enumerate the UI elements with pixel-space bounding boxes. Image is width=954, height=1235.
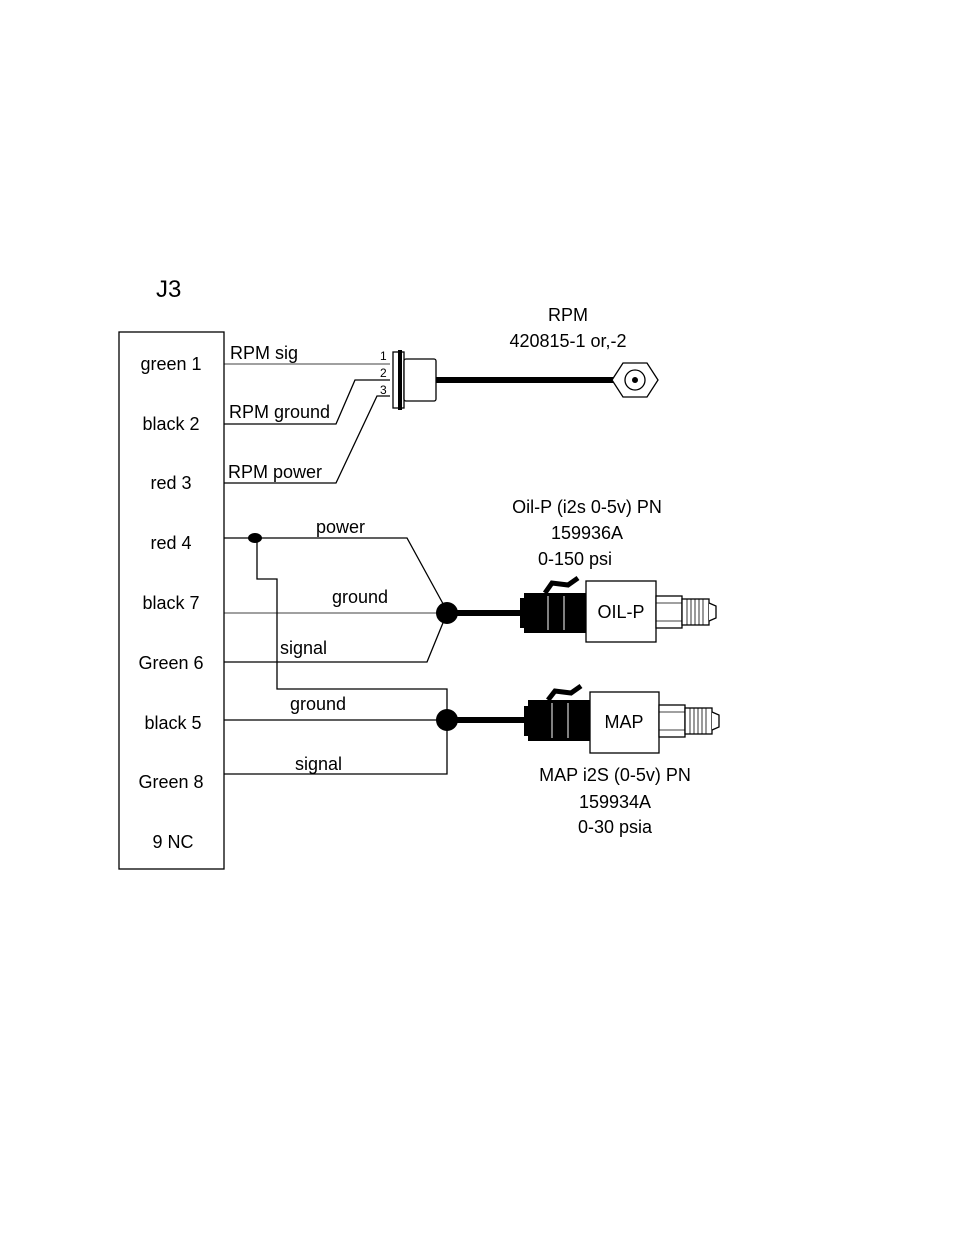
connector-title: J3 bbox=[156, 276, 181, 303]
map-sensor-thread bbox=[684, 707, 713, 735]
map-sensor-thread-lines bbox=[689, 708, 707, 734]
map-ground-label: ground bbox=[290, 694, 346, 714]
oil-power-wire bbox=[224, 537, 448, 612]
pin-label-2: black 2 bbox=[142, 414, 199, 434]
power-splice bbox=[248, 533, 448, 722]
rpm-plug-body bbox=[403, 358, 437, 402]
pin-label-6: Green 6 bbox=[138, 653, 203, 673]
rpm-wiring: RPM sig RPM ground RPM power 1 2 3 bbox=[224, 343, 390, 484]
oil-sensor-hex bbox=[655, 595, 683, 629]
oil-sensor-title: Oil-P (i2s 0-5v) PN bbox=[512, 497, 662, 517]
pin-label-5: black 5 bbox=[144, 713, 201, 733]
map-sensor-title: MAP i2S (0-5v) PN bbox=[539, 765, 691, 785]
pin-label-1: green 1 bbox=[140, 354, 201, 374]
map-sensor-port bbox=[711, 711, 720, 731]
rpm-power-wire bbox=[224, 395, 390, 484]
oil-power-label: power bbox=[316, 517, 365, 537]
map-sensor-range: 0-30 psia bbox=[578, 817, 653, 837]
pin-label-3: red 3 bbox=[150, 473, 191, 493]
oil-signal-label: signal bbox=[280, 638, 327, 658]
map-sensor: MAP MAP i2S (0-5v) PN 159934A 0-30 psia bbox=[436, 683, 720, 837]
rpm-title: RPM bbox=[548, 305, 588, 325]
map-connector-latch bbox=[546, 683, 583, 702]
map-signal-label: signal bbox=[295, 754, 342, 774]
rpm-sensor: RPM 420815-1 or,-2 bbox=[392, 305, 659, 410]
oil-sensor-part-number: 159936A bbox=[551, 523, 623, 543]
map-power-wire bbox=[256, 538, 448, 722]
pin-label-9: 9 NC bbox=[152, 832, 193, 852]
rpm-plug-rim bbox=[398, 350, 402, 410]
oil-sensor-thread-lines bbox=[686, 599, 704, 625]
oil-pressure-wiring: power ground signal bbox=[224, 517, 448, 663]
oil-connector-grip bbox=[520, 598, 528, 628]
rpm-pin-number-2: 2 bbox=[380, 366, 387, 380]
rpm-pin-number-3: 3 bbox=[380, 383, 387, 397]
map-wiring: ground signal bbox=[224, 694, 448, 775]
pin-label-8: Green 8 bbox=[138, 772, 203, 792]
map-sensor-part-number: 159934A bbox=[579, 792, 651, 812]
map-connector-shell bbox=[528, 700, 590, 741]
oil-connector-shell bbox=[524, 593, 586, 633]
rpm-part-number: 420815-1 or,-2 bbox=[509, 331, 626, 351]
oil-pressure-sensor: OIL-P Oil-P (i2s 0-5v) PN 159936A 0-150 … bbox=[436, 497, 717, 643]
rpm-ground-wire bbox=[224, 379, 390, 425]
splice-dot bbox=[248, 533, 262, 543]
map-sensor-body-label: MAP bbox=[604, 712, 643, 732]
pin-labels: green 1 black 2 red 3 red 4 black 7 Gree… bbox=[138, 354, 203, 852]
oil-connector-latch bbox=[542, 575, 580, 595]
map-sensor-body bbox=[589, 691, 660, 754]
pin-label-4: red 4 bbox=[150, 533, 191, 553]
rpm-power-label: RPM power bbox=[228, 462, 322, 482]
rpm-pickup-center bbox=[632, 377, 638, 383]
map-junction-dot bbox=[436, 709, 458, 731]
oil-signal-wire bbox=[224, 612, 448, 663]
oil-sensor-range: 0-150 psi bbox=[538, 549, 612, 569]
oil-sensor-port bbox=[708, 602, 717, 622]
map-sensor-hex bbox=[658, 704, 686, 738]
rpm-ground-label: RPM ground bbox=[229, 402, 330, 422]
pin-label-7: black 7 bbox=[142, 593, 199, 613]
rpm-sig-label: RPM sig bbox=[230, 343, 298, 363]
oil-junction-dot bbox=[436, 602, 458, 624]
map-signal-wire bbox=[224, 722, 448, 775]
oil-ground-label: ground bbox=[332, 587, 388, 607]
rpm-pin-number-1: 1 bbox=[380, 349, 387, 363]
oil-sensor-thread bbox=[681, 598, 710, 626]
j3-connector-body bbox=[118, 331, 225, 870]
oil-sensor-body-label: OIL-P bbox=[597, 602, 644, 622]
map-connector-grip bbox=[524, 706, 532, 736]
